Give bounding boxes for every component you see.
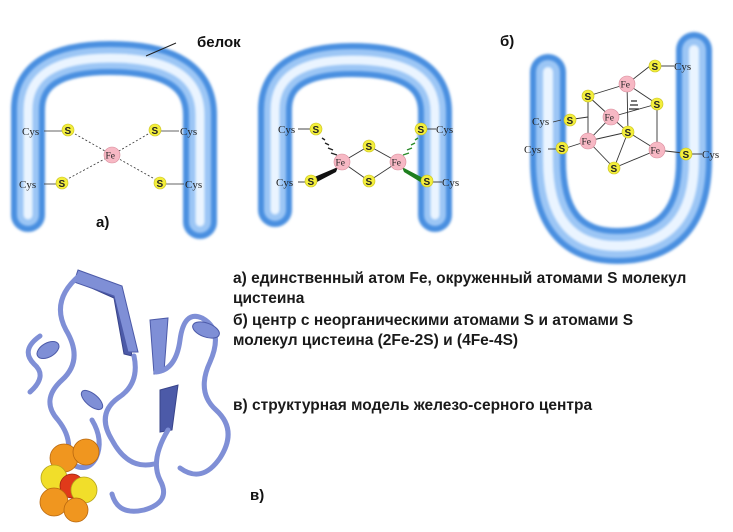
sulfur-atom bbox=[309, 122, 323, 136]
cys-label: Cys bbox=[532, 116, 549, 128]
sulfur-atom bbox=[648, 59, 662, 73]
fe-label: Fe bbox=[582, 138, 592, 148]
iron-atom bbox=[389, 153, 407, 171]
cluster-a: S S S S Fe Cys Cys Cys Cys bbox=[19, 123, 202, 191]
s-label: S bbox=[585, 92, 592, 103]
s-label: S bbox=[652, 62, 659, 73]
s-label: S bbox=[157, 179, 164, 190]
s-label: S bbox=[366, 142, 373, 153]
sulfur-atom bbox=[61, 123, 75, 137]
s-label: S bbox=[308, 177, 315, 188]
s-label: S bbox=[418, 125, 425, 136]
caption-a-line2: цистеина bbox=[233, 290, 305, 307]
sulfur-atom bbox=[304, 174, 318, 188]
panel-v-tag: в) bbox=[250, 487, 264, 504]
cys-label: Cys bbox=[180, 126, 197, 138]
sulfur-atom bbox=[555, 141, 569, 155]
s-label: S bbox=[424, 177, 431, 188]
s-label: S bbox=[625, 128, 632, 139]
sulfur-atom bbox=[55, 176, 69, 190]
s-label: S bbox=[683, 150, 690, 161]
s-label: S bbox=[152, 126, 159, 137]
sulfur-atom bbox=[679, 147, 693, 161]
iron-atom bbox=[333, 153, 351, 171]
sulfur-atom bbox=[621, 125, 635, 139]
caption-v: в) структурная модель железо-серного цен… bbox=[233, 397, 593, 414]
sulfur-atom bbox=[607, 161, 621, 175]
cys-label: Cys bbox=[22, 126, 39, 138]
panel-b-tag: б) bbox=[500, 33, 514, 50]
cys-label: Cys bbox=[674, 61, 691, 73]
sulfur-atom bbox=[420, 174, 434, 188]
s-label: S bbox=[313, 125, 320, 136]
fe-label: Fe bbox=[106, 152, 116, 162]
caption-b-line1: б) центр с неорганическими атомами S и а… bbox=[233, 312, 634, 329]
s-label: S bbox=[611, 164, 618, 175]
cys-label: Cys bbox=[185, 179, 202, 191]
cys-label: Cys bbox=[436, 124, 453, 136]
iron-atom bbox=[579, 132, 597, 150]
iron-atom bbox=[103, 146, 121, 164]
cys-label: Cys bbox=[442, 177, 459, 189]
sulfur-atom bbox=[362, 174, 376, 188]
fe-label: Fe bbox=[392, 159, 402, 169]
sulfur-atom bbox=[153, 176, 167, 190]
ribbon-model bbox=[25, 269, 231, 523]
cluster-4fe4s: S S S S S S S S Fe Fe Fe Fe Cys Cys Cys … bbox=[524, 59, 719, 175]
fe-label: Fe bbox=[605, 114, 615, 124]
cys-label: Cys bbox=[19, 179, 36, 191]
protein-tube-a bbox=[11, 40, 217, 239]
s-label: S bbox=[567, 116, 574, 127]
sulfur-atom bbox=[414, 122, 428, 136]
cys-label: Cys bbox=[702, 149, 719, 161]
protein-tube-b1 bbox=[258, 42, 452, 232]
sulfur-atom bbox=[581, 89, 595, 103]
s-label: S bbox=[559, 144, 566, 155]
sulfur-atom bbox=[563, 113, 577, 127]
cys-label: Cys bbox=[524, 144, 541, 156]
cluster-sphere bbox=[63, 497, 89, 523]
s-label: S bbox=[654, 100, 661, 111]
fe-label: Fe bbox=[336, 159, 346, 169]
sulfur-atom bbox=[362, 139, 376, 153]
cys-label: Cys bbox=[278, 124, 295, 136]
iron-atom bbox=[618, 75, 636, 93]
cluster-sphere bbox=[72, 438, 100, 466]
fe-label: Fe bbox=[621, 81, 631, 91]
protein-label: белок bbox=[197, 34, 241, 51]
s-label: S bbox=[59, 179, 66, 190]
caption-b-line2: молекул цистеина (2Fe-2S) и (4Fe-4S) bbox=[233, 332, 519, 349]
iron-atom bbox=[648, 141, 666, 159]
iron-atom bbox=[602, 108, 620, 126]
sulfur-atom bbox=[650, 97, 664, 111]
s-label: S bbox=[366, 177, 373, 188]
panel-a-tag: а) bbox=[96, 214, 109, 231]
protein-pointer bbox=[145, 42, 177, 57]
fe-label: Fe bbox=[651, 147, 661, 157]
protein-tube-b2 bbox=[530, 32, 712, 265]
cys-label: Cys bbox=[276, 177, 293, 189]
s-label: S bbox=[65, 126, 72, 137]
cluster-2fe2s: S S S S S S Fe Fe Cys Cys Cys Cys bbox=[276, 122, 459, 189]
caption-a-line1: а) единственный атом Fe, окруженный атом… bbox=[233, 270, 687, 287]
sulfur-atom bbox=[148, 123, 162, 137]
